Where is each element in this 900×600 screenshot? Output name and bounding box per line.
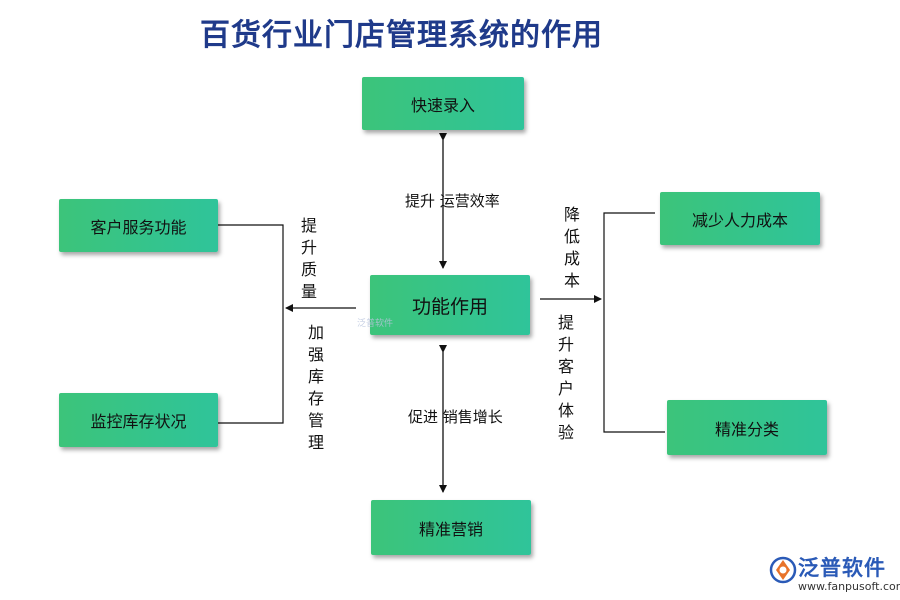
label-top: 提升 运营效率: [405, 192, 500, 210]
brand-logo-icon: [769, 556, 797, 584]
node-top: 快速录入: [362, 77, 524, 130]
brand-logo-name: 泛普软件: [798, 556, 886, 580]
left-bracket: [218, 224, 284, 424]
node-left-top: 客户服务功能: [59, 199, 218, 252]
node-center: 功能作用: [370, 275, 530, 335]
right-bracket: [603, 212, 665, 433]
label-left-inventory: 加强库存管理: [307, 323, 324, 452]
label-left-quality: 提升质量: [300, 216, 317, 301]
label-right-cost: 降低成本: [563, 205, 580, 290]
label-bottom: 促进 销售增长: [408, 408, 503, 426]
brand-logo-url: www.fanpusoft.com: [798, 580, 900, 593]
page-title: 百货行业门店管理系统的作用: [200, 18, 603, 53]
brand-logo: 泛普软件 www.fanpusoft.com: [768, 553, 900, 597]
label-right-experience: 提升客户体验: [557, 313, 574, 442]
node-bottom: 精准营销: [371, 500, 531, 555]
watermark: 泛普软件: [357, 319, 394, 329]
node-left-bottom: 监控库存状况: [59, 393, 218, 447]
node-right-bottom: 精准分类: [667, 400, 827, 455]
node-right-top: 减少人力成本: [660, 192, 820, 245]
